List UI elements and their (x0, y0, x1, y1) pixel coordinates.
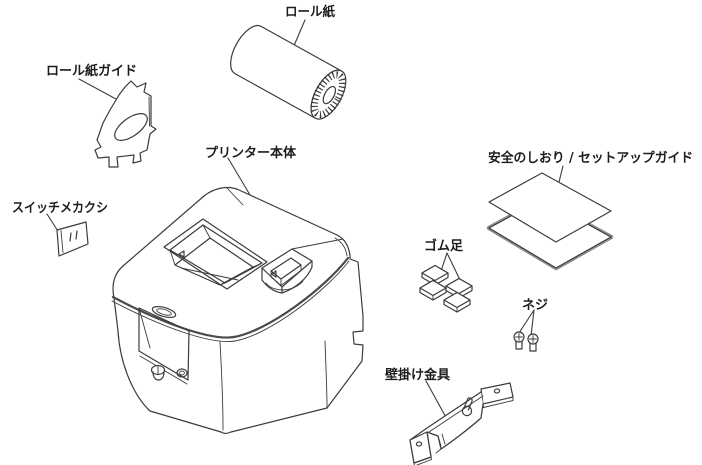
label-roll-paper: ロール紙 (285, 4, 335, 20)
label-roll-paper-guide: ロール紙ガイド (46, 63, 137, 79)
roll-paper-drawing (230, 24, 347, 120)
rubber-foot-pad (419, 279, 447, 301)
rubber-foot-pad (443, 291, 471, 313)
label-wall-mount-bracket: 壁掛け金具 (385, 367, 450, 383)
part-labels: ロール紙 ロール紙ガイド プリンター本体 スイッチメカクシ 安全のしおり / セ… (12, 4, 693, 383)
label-screws: ネジ (522, 298, 548, 313)
screw (513, 331, 525, 350)
screws-drawing (513, 331, 539, 352)
label-switch-cover: スイッチメカクシ (12, 201, 108, 216)
label-printer-body: プリンター本体 (205, 145, 297, 161)
screw (527, 333, 539, 352)
label-rubber-feet: ゴム足 (424, 238, 464, 254)
wall-mount-bracket-drawing (409, 382, 514, 465)
roll-paper-guide-drawing (94, 80, 157, 168)
label-safety-setup-guide: 安全のしおり / セットアップガイド (488, 150, 693, 166)
printer-body-drawing (111, 186, 364, 435)
rubber-foot-pad (421, 264, 449, 286)
switch-cover-drawing (56, 221, 89, 257)
safety-setup-guide-drawing (486, 172, 614, 271)
rubber-foot-pad (445, 277, 473, 299)
rubber-feet-drawing (419, 264, 473, 313)
